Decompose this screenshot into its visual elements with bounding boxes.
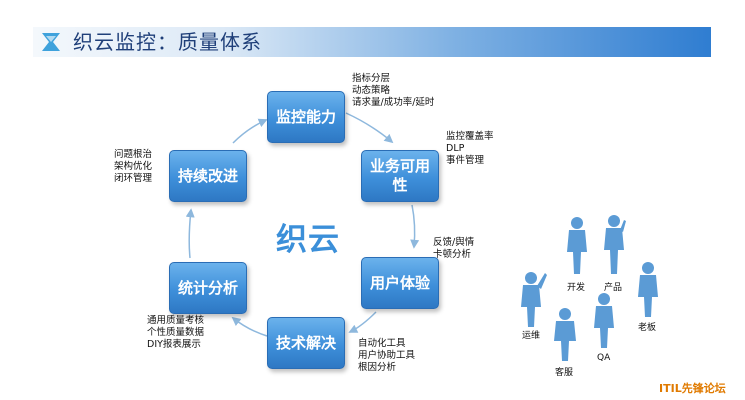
person-label-product: 产品: [604, 280, 622, 293]
person-label-ops: 运维: [522, 328, 540, 341]
person-icon-qa: [594, 293, 614, 348]
watermark: ITIL先锋论坛: [659, 380, 726, 396]
person-label-boss: 老板: [638, 320, 656, 333]
person-label-service: 客服: [555, 365, 573, 378]
person-icon-ops: [521, 272, 547, 327]
person-icon-product: [604, 215, 626, 274]
person-label-dev: 开发: [567, 280, 585, 293]
person-icon-boss: [638, 262, 658, 317]
person-icon-dev: [567, 217, 587, 274]
person-label-qa: QA: [597, 353, 610, 363]
person-icon-service: [554, 308, 576, 361]
